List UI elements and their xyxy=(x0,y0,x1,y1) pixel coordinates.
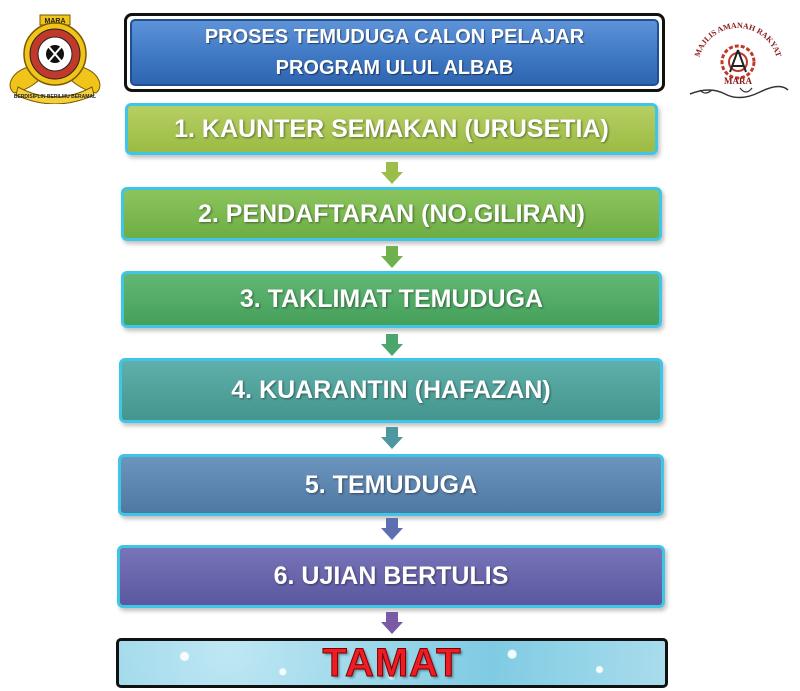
step-5-label: 5. TEMUDUGA xyxy=(304,470,478,499)
step-3-label: 3. TAKLIMAT TEMUDUGA xyxy=(239,285,544,313)
mara-logo: MAJLIS AMANAH RAKYAT MARA xyxy=(680,20,795,100)
mara-name: MARA xyxy=(724,76,752,86)
step-4-box: 4. KUARANTIN (HAFAZAN) xyxy=(119,358,663,423)
step-6-label: 6. UJIAN BERTULIS xyxy=(273,562,509,590)
crest-top-text: MARA xyxy=(45,18,66,25)
end-label: TAMAT xyxy=(322,640,462,685)
college-crest-logo: BERDISIPLIN BERILMU BERAMAL MARA xyxy=(0,9,110,105)
step-3-box: 3. TAKLIMAT TEMUDUGA xyxy=(121,271,662,328)
step-6-box: 6. UJIAN BERTULIS xyxy=(117,545,665,608)
arrow-down-icon xyxy=(381,612,403,634)
step-4-label: 4. KUARANTIN (HAFAZAN) xyxy=(231,376,551,404)
step-1-label: 1. KAUNTER SEMAKAN (URUSETIA) xyxy=(174,114,609,143)
title-line-2: PROGRAM ULUL ALBAB xyxy=(275,56,514,79)
arrow-down-icon xyxy=(381,162,403,184)
end-box: TAMAT xyxy=(116,638,668,688)
step-2-label: 2. PENDAFTARAN (NO.GILIRAN) xyxy=(197,199,586,228)
title-line-1: PROSES TEMUDUGA CALON PELAJAR xyxy=(204,25,585,48)
arrow-down-icon xyxy=(381,427,403,449)
arrow-down-icon xyxy=(381,518,403,540)
title-box: PROSES TEMUDUGA CALON PELAJAR PROGRAM UL… xyxy=(124,13,665,92)
step-5-box: 5. TEMUDUGA xyxy=(118,454,664,516)
crest-motto: BERDISIPLIN BERILMU BERAMAL xyxy=(14,94,96,100)
step-1-box: 1. KAUNTER SEMAKAN (URUSETIA) xyxy=(125,103,658,155)
arrow-down-icon xyxy=(381,246,403,268)
step-2-box: 2. PENDAFTARAN (NO.GILIRAN) xyxy=(121,187,662,241)
arrow-down-icon xyxy=(381,334,403,356)
